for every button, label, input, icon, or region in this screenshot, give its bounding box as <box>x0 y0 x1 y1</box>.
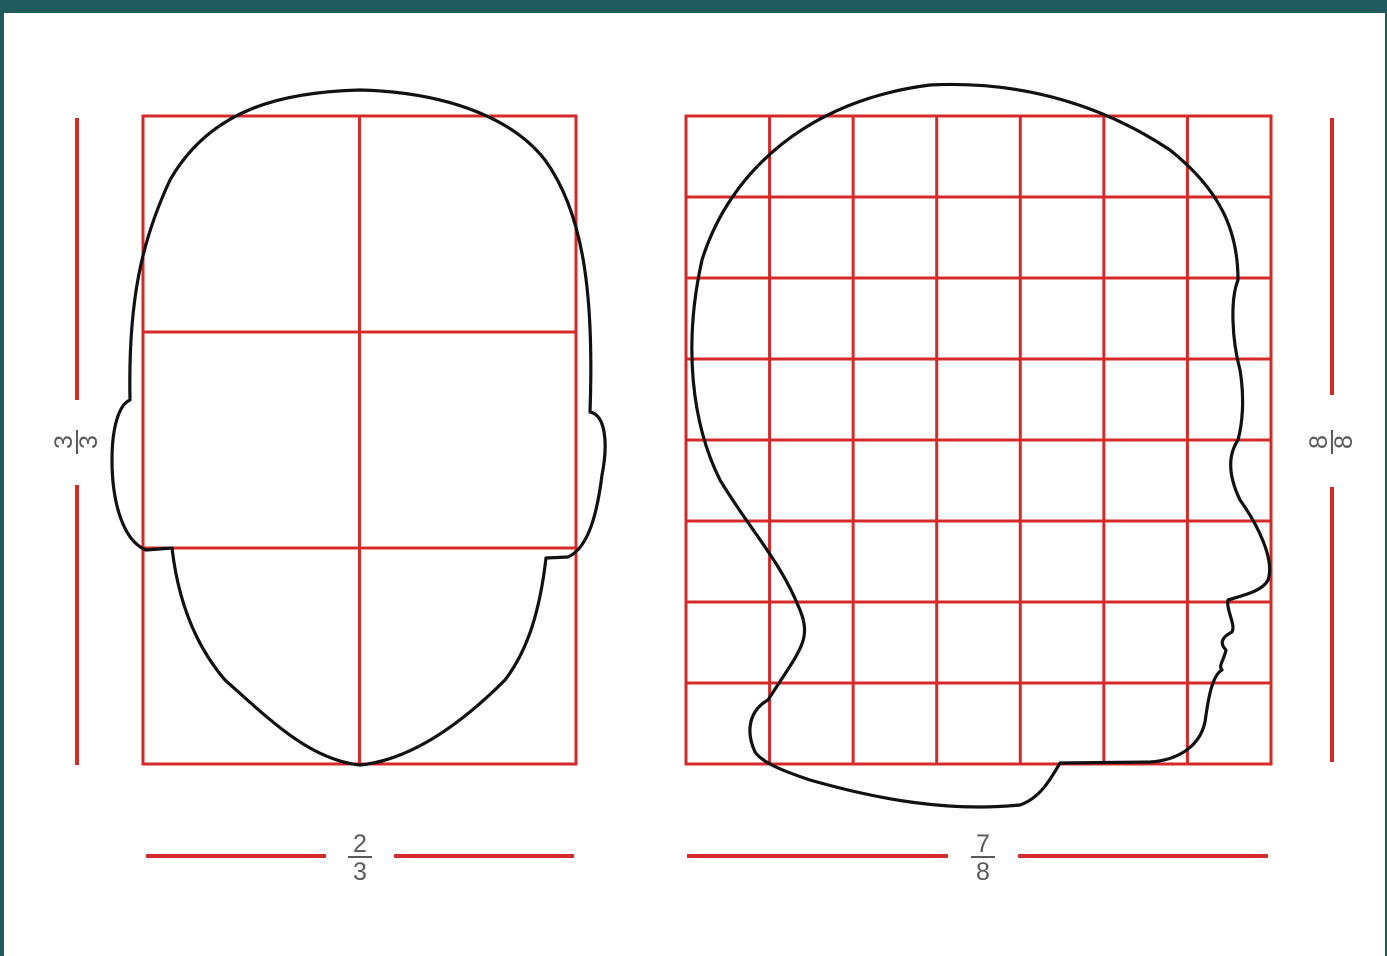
side-height-denominator: 8 <box>1330 435 1358 449</box>
front-height-numerator: 3 <box>50 435 78 449</box>
front-width-fraction: 2 3 <box>348 830 372 886</box>
front-view-grid <box>143 116 576 764</box>
front-width-numerator: 2 <box>353 830 367 858</box>
front-height-denominator: 3 <box>75 435 103 449</box>
front-height-fraction: 3 3 <box>50 430 103 454</box>
side-head-outline <box>692 84 1270 807</box>
side-height-numerator: 8 <box>1305 435 1333 449</box>
side-width-denominator: 8 <box>976 858 990 886</box>
side-width-fraction: 7 8 <box>971 830 995 886</box>
side-height-fraction: 8 8 <box>1305 430 1358 454</box>
side-view-grid <box>686 116 1271 764</box>
side-width-numerator: 7 <box>976 830 990 858</box>
front-width-denominator: 3 <box>353 858 367 886</box>
